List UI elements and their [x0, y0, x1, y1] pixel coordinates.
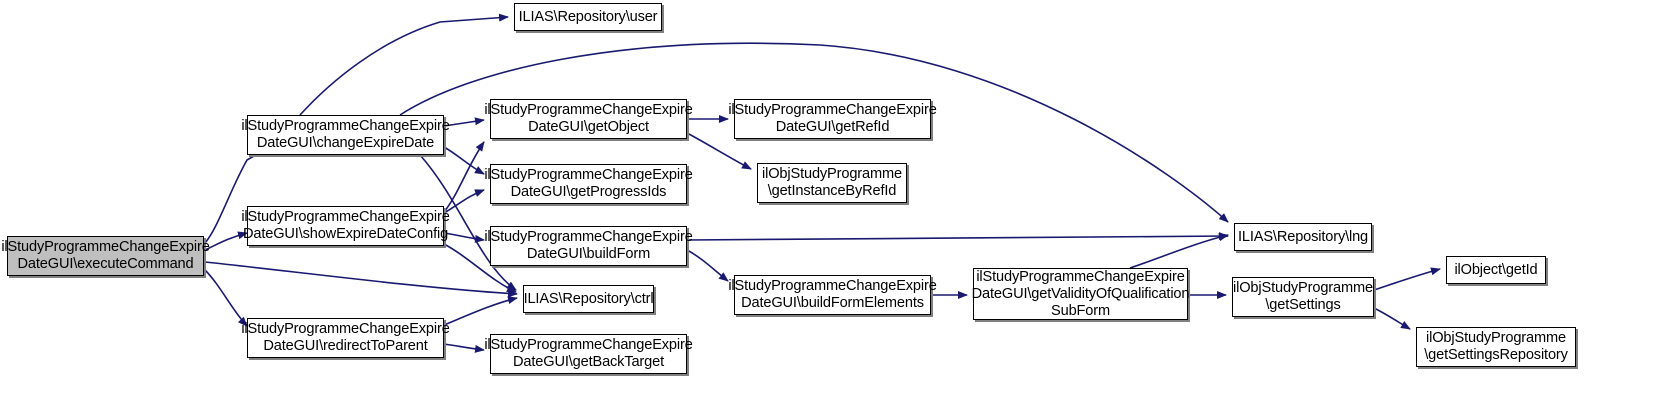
edge-getSettings-getId: [1373, 267, 1441, 291]
node-showExpireDateConfig[interactable]: ilStudyProgrammeChangeExpire DateGUI\sho…: [241, 206, 450, 246]
node-getRefId[interactable]: ilStudyProgrammeChangeExpire DateGUI\get…: [728, 99, 937, 139]
edge-showExpireDateConfig-getObject: [443, 141, 485, 213]
node-changeExpireDate[interactable]: ilStudyProgrammeChangeExpire DateGUI\cha…: [241, 115, 450, 155]
node-label: ilStudyProgrammeChangeExpire DateGUI\exe…: [1, 239, 210, 272]
node-getSettings[interactable]: ilObjStudyProgramme \getSettings: [1232, 277, 1374, 317]
node-label: ilStudyProgrammeChangeExpire DateGUI\sho…: [241, 209, 450, 242]
edge-getSettings-getSettingsRepository: [1373, 307, 1411, 330]
node-buildFormElements[interactable]: ilStudyProgrammeChangeExpire DateGUI\bui…: [728, 275, 937, 315]
node-ctrl[interactable]: ILIAS\Repository\ctrl: [523, 285, 654, 313]
node-label: ilObject\getId: [1454, 261, 1538, 278]
node-getSettingsRepository[interactable]: ilObjStudyProgramme \getSettingsReposito…: [1416, 327, 1576, 367]
node-label: ilStudyProgrammeChangeExpire DateGUI\bui…: [484, 229, 693, 262]
edge-getValidityOfQualificationSubForm-lng: [1129, 233, 1229, 269]
node-getObject[interactable]: ilStudyProgrammeChangeExpire DateGUI\get…: [484, 99, 693, 139]
node-label: ilObjStudyProgramme \getSettingsReposito…: [1424, 330, 1568, 363]
node-getId[interactable]: ilObject\getId: [1446, 256, 1546, 284]
edge-redirectToParent-ctrl: [443, 296, 518, 326]
node-label: ilStudyProgrammeChangeExpire DateGUI\cha…: [241, 118, 450, 151]
node-getBackTarget[interactable]: ilStudyProgrammeChangeExpire DateGUI\get…: [484, 334, 693, 374]
edge-changeExpireDate-user: [299, 13, 509, 116]
node-user[interactable]: ILIAS\Repository\user: [514, 3, 662, 31]
node-label: ilStudyProgrammeChangeExpire DateGUI\get…: [728, 102, 937, 135]
edge-executeCommand-ctrl: [204, 261, 518, 298]
node-label: ilObjStudyProgramme \getInstanceByRefId: [762, 166, 902, 199]
node-getProgressIds[interactable]: ilStudyProgrammeChangeExpire DateGUI\get…: [484, 164, 693, 204]
node-label: ilStudyProgrammeChangeExpire DateGUI\get…: [484, 337, 693, 370]
node-redirectToParent[interactable]: ilStudyProgrammeChangeExpire DateGUI\red…: [241, 318, 450, 358]
node-label: ilStudyProgrammeChangeExpire DateGUI\red…: [241, 321, 450, 354]
node-label: ILIAS\Repository\lng: [1237, 228, 1369, 245]
node-label: ILIAS\Repository\ctrl: [523, 290, 654, 307]
node-executeCommand[interactable]: ilStudyProgrammeChangeExpire DateGUI\exe…: [1, 236, 210, 276]
node-label: ILIAS\Repository\user: [518, 8, 658, 25]
node-getValidityOfQualificationSubForm[interactable]: ilStudyProgrammeChangeExpire DateGUI\get…: [972, 268, 1190, 320]
node-label: ilObjStudyProgramme \getSettings: [1233, 280, 1373, 313]
node-getInstanceByRefId[interactable]: ilObjStudyProgramme \getInstanceByRefId: [757, 163, 907, 203]
node-buildForm[interactable]: ilStudyProgrammeChangeExpire DateGUI\bui…: [484, 226, 693, 266]
node-label: ilStudyProgrammeChangeExpire DateGUI\bui…: [728, 278, 937, 311]
node-label: ilStudyProgrammeChangeExpire DateGUI\get…: [484, 167, 693, 200]
edge-executeCommand-redirectToParent: [204, 269, 248, 327]
node-label: ilStudyProgrammeChangeExpire DateGUI\get…: [484, 102, 693, 135]
node-label: ilStudyProgrammeChangeExpire DateGUI\get…: [971, 268, 1190, 319]
node-lng[interactable]: ILIAS\Repository\lng: [1234, 223, 1372, 251]
edge-buildForm-lng: [686, 232, 1229, 241]
